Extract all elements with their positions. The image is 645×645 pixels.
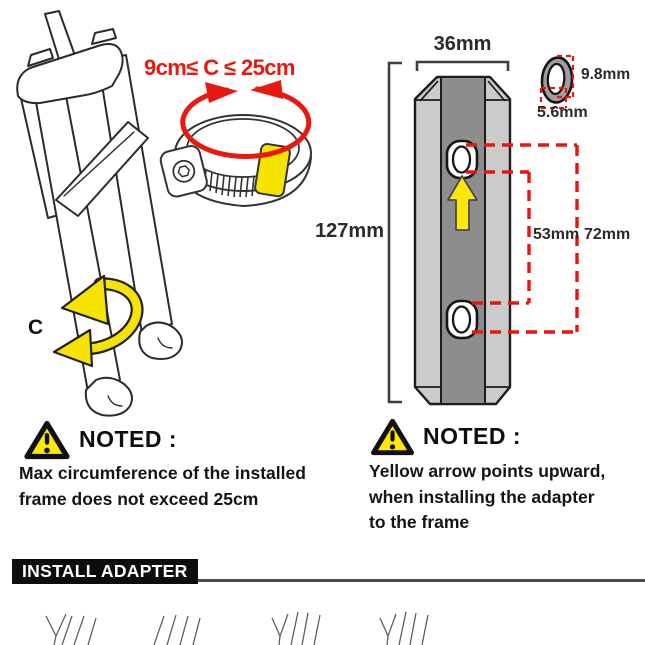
clamp-range-label: 9cm≤ C ≤ 25cm — [144, 55, 295, 80]
adapter-center-strip — [440, 76, 486, 405]
sketch-3 — [271, 611, 321, 645]
dimension-brackets — [387, 60, 510, 404]
note-left-body: Max circumference of the installed frame… — [19, 461, 306, 512]
fork-left-dropout-detail — [107, 395, 123, 407]
rotation-arrow-icon — [52, 274, 144, 368]
sketch-4 — [379, 611, 429, 645]
bottom-step-sketches — [45, 611, 429, 645]
slot-height-label: 9.8mm — [581, 66, 631, 83]
circumference-letter: C — [28, 316, 44, 339]
fork-brace-line — [63, 131, 135, 197]
fork-crown-bump-left — [27, 48, 54, 67]
note-right-body: Yellow arrow points upward, when install… — [369, 459, 605, 536]
fork-right-dropout — [138, 321, 183, 360]
adapter-front-view — [413, 75, 512, 406]
warning-triangle-icon — [371, 418, 414, 456]
adapter-cap-details — [415, 80, 510, 388]
note-left-heading: NOTED : — [79, 426, 178, 452]
hole-spacing-inner-label: 53mm — [533, 226, 580, 243]
hose-clamp-illustration — [159, 114, 313, 208]
fork-crown — [16, 43, 124, 105]
height-bracket — [387, 61, 402, 404]
mounting-hole-top — [445, 139, 479, 180]
slot-detail-dashed-lines — [539, 54, 575, 110]
adapter-height-label: 127mm — [315, 220, 384, 242]
slot-detail — [539, 54, 575, 110]
slot-width-label: 5.6mm — [537, 104, 588, 121]
sketch-2 — [153, 614, 201, 645]
sketch-1 — [45, 613, 97, 645]
width-bracket — [415, 60, 510, 71]
note-right-line-2: when installing the adapter — [369, 486, 595, 507]
mounting-hole-bottom — [445, 299, 479, 340]
note-right-heading: NOTED : — [423, 423, 522, 449]
fork-crown-bump-right — [91, 28, 117, 45]
clamp-screw-housing — [159, 145, 208, 198]
hole-spacing-dashed-lines — [466, 143, 579, 334]
circumference-arrows-icon — [180, 80, 312, 159]
adapter-width-label: 36mm — [433, 33, 492, 55]
note-right-line-1: Yellow arrow points upward, — [369, 461, 606, 481]
section-divider-line — [14, 579, 645, 582]
hole-spacing-outer-label: 72mm — [584, 226, 631, 243]
note-left-line-2: frame does not exceed 25cm — [19, 488, 259, 509]
fork-brace — [55, 121, 149, 217]
install-adapter-banner: INSTALL ADAPTER — [12, 559, 198, 584]
note-left-line-1: Max circumference of the installed — [19, 463, 306, 483]
upward-arrow-icon — [447, 175, 478, 231]
note-right-line-3: to the frame — [369, 512, 470, 532]
warning-triangle-icon — [24, 420, 70, 460]
fork-right-dropout-detail — [157, 337, 173, 349]
fork-illustration — [16, 10, 183, 417]
